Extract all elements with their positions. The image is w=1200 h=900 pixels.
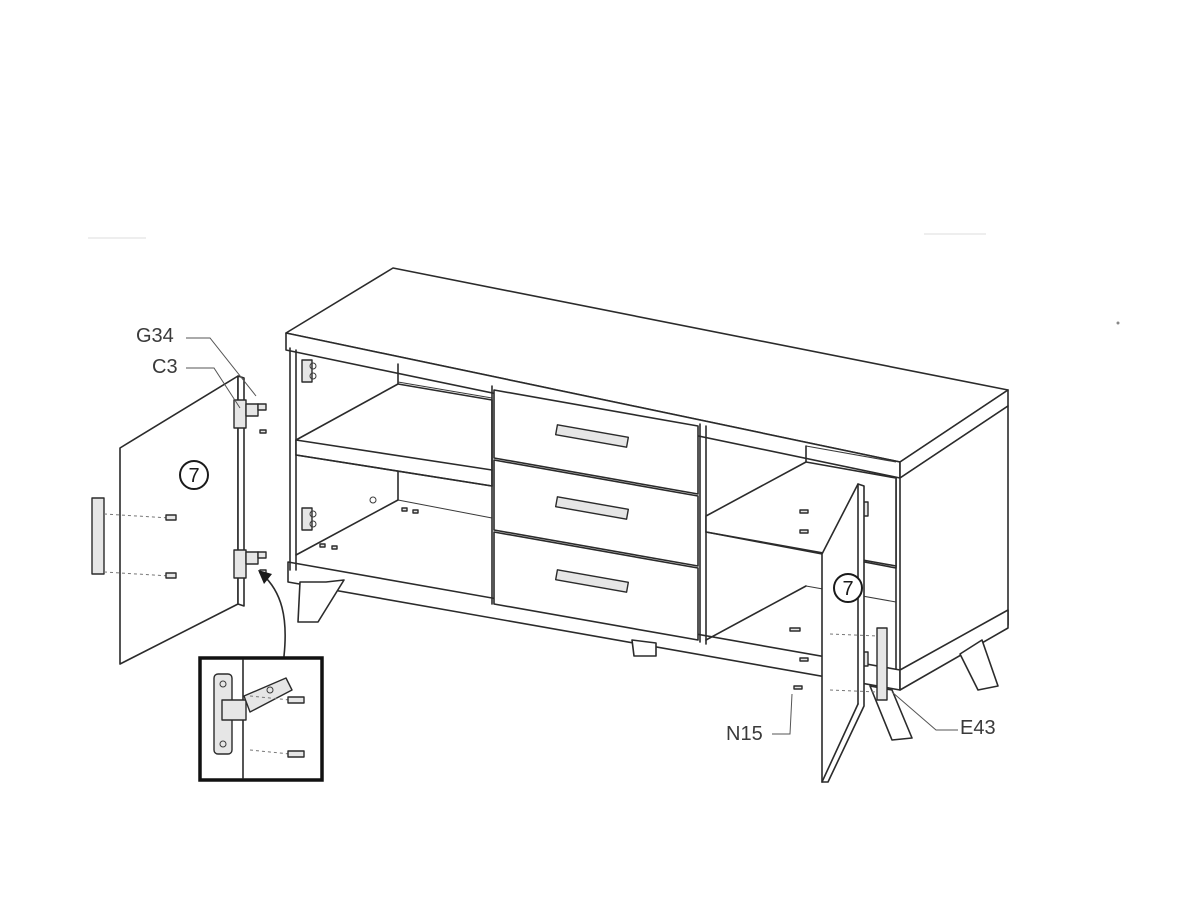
pin-mark xyxy=(319,543,326,548)
sideboard-base xyxy=(287,561,1009,691)
part-number-right: 7 xyxy=(842,578,853,600)
leader-n15 xyxy=(772,693,793,735)
shelf-pin-hole xyxy=(369,496,377,504)
pin-mark xyxy=(793,685,803,690)
pin-mark xyxy=(331,545,338,550)
right-door: 7 xyxy=(821,483,888,783)
door-handle-left xyxy=(91,497,105,575)
door-hinge-top-left xyxy=(233,399,267,434)
pin-mark xyxy=(401,507,408,512)
handle-screw xyxy=(165,572,177,579)
leader-g34 xyxy=(186,337,257,397)
door-handle-right xyxy=(876,627,888,701)
leader-lines xyxy=(186,337,958,735)
scan-dot xyxy=(1116,321,1120,325)
arrow-head xyxy=(258,570,272,584)
leader-c3 xyxy=(186,367,241,409)
drawer-stack xyxy=(491,385,707,645)
hinge-detail-inset xyxy=(198,656,324,782)
drawer-handle-bottom xyxy=(554,569,630,593)
sideboard-top xyxy=(285,267,1009,479)
hinge-plate-bottom-left xyxy=(301,507,317,531)
detail-hinge-arm xyxy=(243,677,293,713)
pin-mark xyxy=(799,529,809,534)
detail-screw-top xyxy=(287,696,305,704)
door-hinge-bottom-left xyxy=(233,549,267,579)
drawer-handle-top xyxy=(554,424,630,448)
leg-back-middle xyxy=(631,639,657,657)
pin-mark xyxy=(799,657,809,662)
left-compartment xyxy=(289,347,493,571)
drawer-handle-middle xyxy=(554,496,630,520)
left-door: 7 xyxy=(91,375,267,665)
label-n15: N15 xyxy=(726,723,763,745)
part-number-circle-left xyxy=(179,460,209,490)
leader-e43 xyxy=(891,691,958,731)
detail-arrow xyxy=(258,570,286,657)
pin-mark xyxy=(412,509,419,514)
part-number-left: 7 xyxy=(188,465,199,487)
label-g34: G34 xyxy=(136,325,174,347)
leg-front-left xyxy=(297,579,345,623)
handle-screw xyxy=(165,514,177,521)
leg-back-right xyxy=(959,639,999,691)
hinge-plate-top-left xyxy=(301,359,317,383)
label-c3: C3 xyxy=(152,356,178,378)
pin-mark xyxy=(799,509,809,514)
detail-hinge-cup xyxy=(221,699,247,721)
label-e43: E43 xyxy=(960,717,996,739)
pin-mark xyxy=(789,627,801,632)
part-number-circle-right xyxy=(833,573,863,603)
detail-screw-bottom xyxy=(287,750,305,758)
